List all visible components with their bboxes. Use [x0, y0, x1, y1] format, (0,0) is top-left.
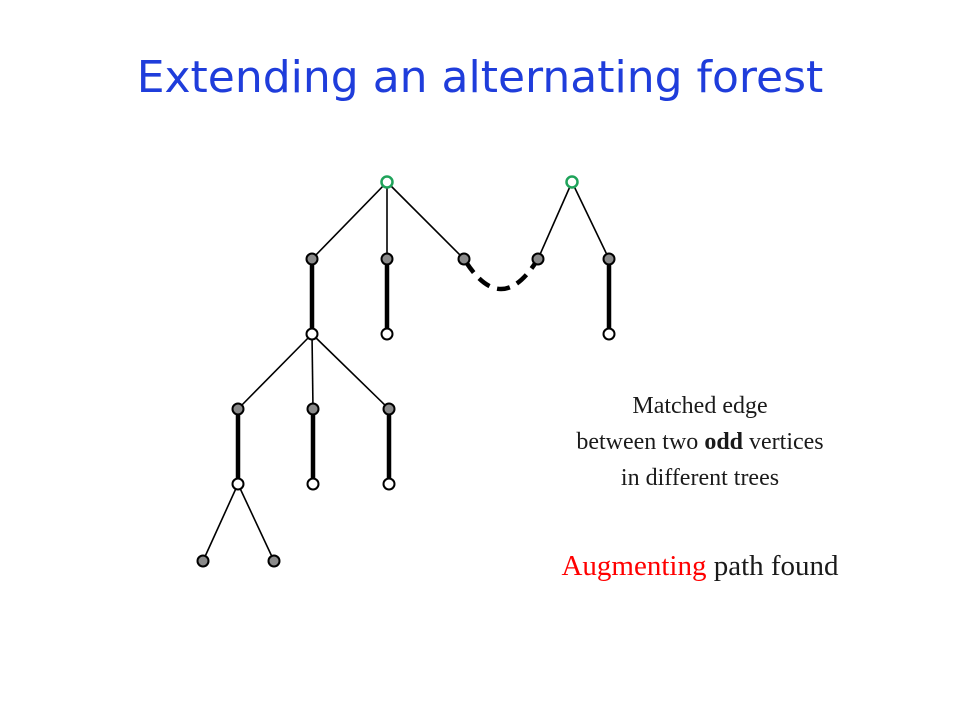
vertices — [196, 175, 616, 568]
tree-edge — [311, 333, 314, 410]
note-odd-keyword: odd — [704, 429, 744, 455]
tree-edge — [311, 333, 390, 410]
note-line-1: Matched edge — [632, 393, 768, 419]
even-vertex — [305, 327, 319, 341]
odd-vertex — [382, 402, 396, 416]
root-vertex — [380, 175, 394, 189]
odd-vertex — [380, 252, 394, 266]
note-line-2-after: vertices — [743, 429, 824, 455]
tree-2-edges — [537, 181, 612, 334]
result-note: Augmenting path found — [470, 546, 930, 586]
tree-edge — [571, 181, 610, 260]
odd-vertex — [602, 252, 616, 266]
note-line-3: in different trees — [620, 465, 780, 491]
even-vertex — [306, 477, 320, 491]
tree-edge — [237, 483, 275, 562]
tree-edge — [311, 181, 388, 260]
root-vertex — [565, 175, 579, 189]
tree-edge — [202, 483, 239, 562]
odd-vertex — [231, 402, 245, 416]
even-vertex — [231, 477, 245, 491]
even-vertex — [382, 477, 396, 491]
even-vertex — [380, 327, 394, 341]
odd-vertex — [531, 252, 545, 266]
note-line-2: between two odd vertices — [470, 424, 930, 460]
odd-vertex — [267, 554, 281, 568]
odd-vertex — [306, 402, 320, 416]
new-matched-edge — [464, 260, 538, 292]
augmenting-highlight: Augmenting — [561, 550, 707, 582]
even-vertex — [602, 327, 616, 341]
odd-vertex — [457, 252, 471, 266]
note-line-2-before: between two — [576, 429, 705, 455]
odd-vertex — [305, 252, 319, 266]
matched-edge-note: Matched edge between two odd vertices in… — [470, 388, 930, 496]
slide-title: Extending an alternating forest — [136, 52, 824, 103]
tree-edge — [537, 181, 573, 260]
tree-1-edges — [202, 181, 465, 562]
odd-vertex — [196, 554, 210, 568]
tree-edge — [237, 333, 313, 410]
tree-edge — [386, 181, 465, 260]
result-rest: path found — [706, 550, 839, 582]
